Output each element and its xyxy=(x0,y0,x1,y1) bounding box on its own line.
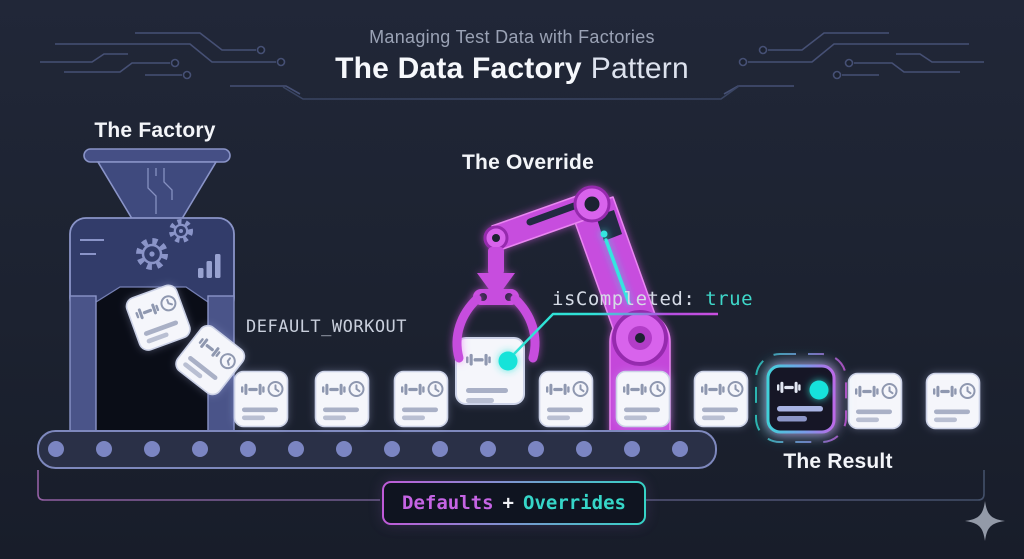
result-card xyxy=(755,353,847,443)
claw-hub xyxy=(473,289,519,305)
machine-opening-edge xyxy=(95,286,209,303)
override-dot-icon xyxy=(498,351,518,371)
page-title-light: Pattern xyxy=(590,52,689,85)
factory-machine xyxy=(69,148,248,437)
factory-label: The Factory xyxy=(94,119,216,142)
override-code-callout: isCompleted: true xyxy=(552,288,753,310)
arm-joint-shoulder-hole xyxy=(584,196,600,212)
badge-overrides: Overrides xyxy=(523,492,626,514)
badge-plus: + xyxy=(502,492,514,514)
override-leader-line xyxy=(513,312,718,355)
workout-card xyxy=(540,372,593,427)
workout-card xyxy=(395,372,448,427)
circuit-trace-icon-right xyxy=(723,32,984,95)
title-underline xyxy=(282,85,740,100)
override-property: isCompleted: xyxy=(552,288,696,310)
page-subtitle: Managing Test Data with Factories xyxy=(369,27,655,47)
workout-card xyxy=(316,372,369,427)
arm-joint-pedestal-hole xyxy=(635,333,645,343)
arm-energy-line xyxy=(600,230,631,305)
workout-card xyxy=(927,374,980,429)
workout-card xyxy=(849,374,902,429)
default-workout-label: DEFAULT_WORKOUT xyxy=(246,317,408,337)
result-glow-ring xyxy=(755,353,847,443)
result-line-1 xyxy=(777,406,823,412)
circuit-trace-icon-left xyxy=(40,32,301,95)
arm-forearm-slab xyxy=(526,202,578,226)
belt-rollers xyxy=(48,441,688,457)
arm-wrist xyxy=(488,247,504,275)
workout-cards xyxy=(235,337,980,429)
result-label: The Result xyxy=(783,450,893,473)
formula-badge: Defaults + Overrides xyxy=(382,481,646,525)
arm-joint-elbow-hole xyxy=(492,234,500,242)
machine-leg-left xyxy=(69,295,97,437)
workout-card xyxy=(695,372,748,427)
badge-defaults: Defaults xyxy=(402,492,494,514)
machine-detail-lines xyxy=(80,239,104,255)
page-title-bold: The Data Factory xyxy=(335,52,582,85)
override-label: The Override xyxy=(462,151,594,174)
sparkle-icon xyxy=(965,501,1005,541)
workout-card xyxy=(617,372,670,427)
workout-card xyxy=(235,372,288,427)
formula-bracket xyxy=(37,470,985,501)
override-target-card xyxy=(455,337,525,405)
bar-chart-icon xyxy=(198,254,221,278)
gear-icon xyxy=(136,219,193,270)
arm-cone xyxy=(477,273,515,299)
result-line-2 xyxy=(777,416,807,422)
override-value: true xyxy=(705,288,754,310)
override-dot-icon xyxy=(809,380,829,400)
conveyor-belt-icon xyxy=(37,430,717,469)
funnel-icon xyxy=(83,148,231,223)
claw-fingers xyxy=(452,294,540,363)
